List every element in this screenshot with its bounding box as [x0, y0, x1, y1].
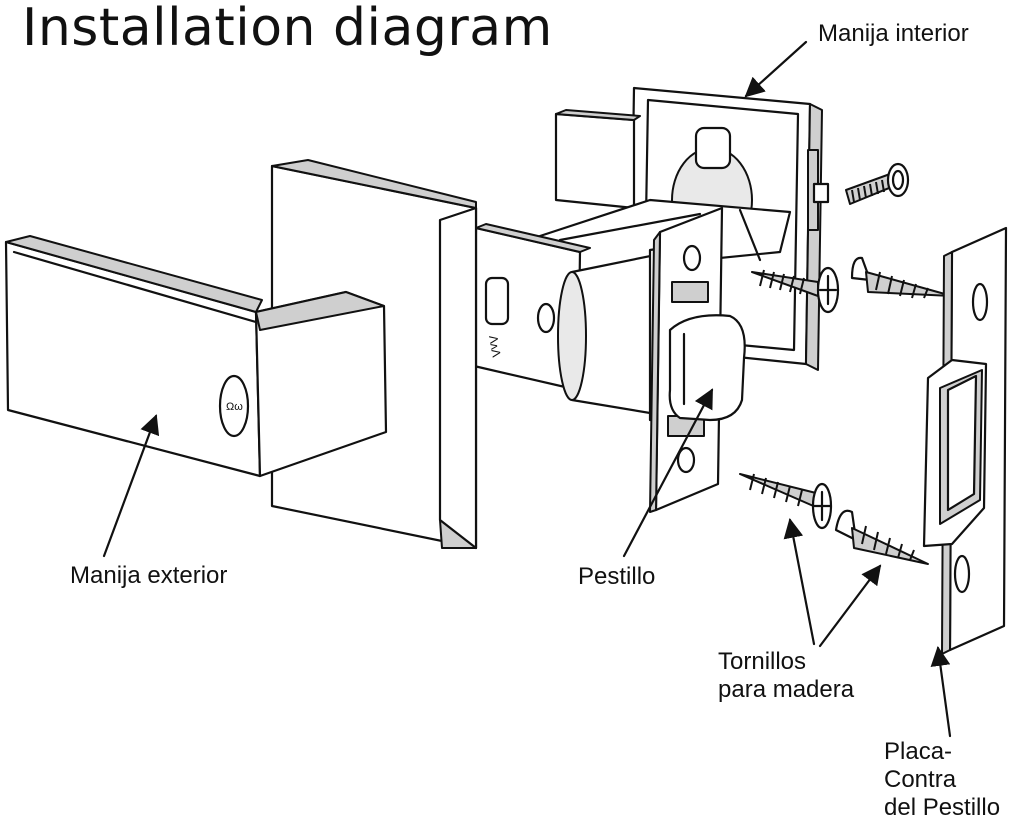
label-manija-exterior: Manija exterior [70, 562, 228, 589]
interior-latch-block [554, 109, 641, 210]
exterior-lever: Ωω [4, 235, 388, 478]
latch-faceplate [649, 206, 746, 513]
machine-screw [845, 162, 910, 205]
page-title: Installation diagram [22, 0, 553, 58]
svg-text:ΛᴧΛ: ΛᴧΛ [486, 334, 504, 358]
label-tornillos-line1: Tornillos [718, 648, 807, 675]
label-placa-line2: del Pestillo [884, 794, 1001, 821]
svg-text:Ωω: Ωω [226, 401, 243, 413]
label-manija-interior: Manija interior [818, 20, 969, 47]
leader-lines [102, 40, 952, 738]
label-pestillo: Pestillo [578, 563, 656, 590]
wood-screw-lower-left [739, 473, 833, 530]
label-placa-contra: Placa-Contra del Pestillo [884, 738, 1024, 822]
wood-screw-upper-right [850, 256, 953, 299]
label-placa-line1: Placa-Contra [884, 738, 957, 793]
strike-plate [922, 226, 1008, 655]
wood-screw-upper-left [751, 266, 840, 314]
label-tornillos-line2: para madera [718, 676, 855, 703]
wood-screw-lower-right [834, 509, 929, 565]
label-tornillos: Tornillos para madera [718, 648, 878, 704]
